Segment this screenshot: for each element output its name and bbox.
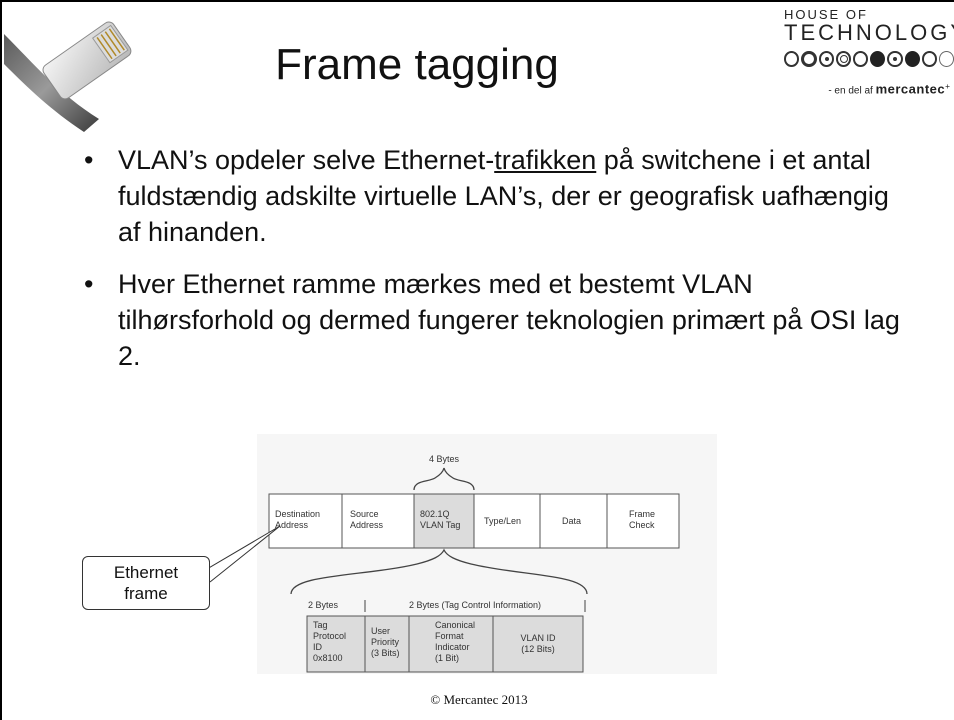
callout-line-1: Ethernet xyxy=(113,563,179,582)
house-of-technology-logo: HOUSE OF TECHNOLOGY - en del af mercante… xyxy=(784,8,954,118)
cfi-line-3: Indicator xyxy=(435,642,470,652)
circle-icon xyxy=(835,51,852,67)
bullet-1-underlined-word: trafikken xyxy=(494,145,597,175)
tpid-line-3: ID xyxy=(313,642,323,652)
field-data: Data xyxy=(562,516,581,526)
priority-line-3: (3 Bits) xyxy=(371,648,400,658)
circle-icon xyxy=(938,51,954,67)
network-cable-icon xyxy=(4,21,132,132)
callout-line-2: frame xyxy=(124,584,168,603)
top-brace-label: 4 Bytes xyxy=(429,454,460,464)
circle-icon xyxy=(921,51,937,67)
cfi-line-2: Format xyxy=(435,631,464,641)
brand-name: mercantec xyxy=(875,81,946,97)
bullet-1-text-b: på switchene i et antal fuldstændig adsk… xyxy=(118,145,889,247)
top-brace xyxy=(413,467,475,491)
field-frame-check-1: Frame xyxy=(629,509,655,519)
bullet-1-text-a: VLAN’s opdeler selve Ethernet- xyxy=(118,145,495,175)
tpid-line-4: 0x8100 xyxy=(313,653,343,663)
logo-circles xyxy=(784,51,954,67)
label-2-bytes: 2 Bytes xyxy=(308,600,339,610)
circle-icon xyxy=(887,51,903,67)
logo-line-1: HOUSE OF xyxy=(784,7,868,22)
circle-icon xyxy=(801,51,817,67)
field-source-1: Source xyxy=(350,509,379,519)
ethernet-frame-callout: Ethernet frame xyxy=(82,556,210,610)
cfi-line-4: (1 Bit) xyxy=(435,653,459,663)
footer-copyright: © Mercantec 2013 xyxy=(430,692,528,707)
bullet-list: VLAN’s opdeler selve Ethernet-trafikken … xyxy=(84,142,904,390)
cfi-line-1: Canonical xyxy=(435,620,475,630)
priority-line-2: Priority xyxy=(371,637,400,647)
vlan-id-line-2: (12 Bits) xyxy=(521,644,555,654)
brand-prefix: - en del af xyxy=(828,85,876,97)
bottom-brace xyxy=(290,548,588,595)
circle-icon xyxy=(870,51,886,67)
field-vlan-tag-2: VLAN Tag xyxy=(420,520,460,530)
tag-detail-row xyxy=(306,615,584,673)
field-vlan-tag-1: 802.1Q xyxy=(420,509,450,519)
field-destination-2: Address xyxy=(275,520,309,530)
circle-icon xyxy=(818,51,834,67)
field-destination-1: Destination xyxy=(275,509,320,519)
frame-tag-diagram: 4 Bytes Destination Address Source Addre… xyxy=(257,434,717,674)
tpid-line-1: Tag xyxy=(313,620,328,630)
circle-icon xyxy=(904,51,920,67)
vlan-id-line-1: VLAN ID xyxy=(520,633,556,643)
field-type-len: Type/Len xyxy=(484,516,521,526)
mercantec-brand: - en del af mercantec+ xyxy=(828,81,950,97)
field-frame-check-2: Check xyxy=(629,520,655,530)
callout-pointer xyxy=(202,525,281,583)
circle-icon xyxy=(853,51,869,67)
bullet-item-2: Hver Ethernet ramme mærkes med et bestem… xyxy=(84,266,904,374)
priority-line-1: User xyxy=(371,626,390,636)
bullet-item-1: VLAN’s opdeler selve Ethernet-trafikken … xyxy=(84,142,904,250)
slide-title: Frame tagging xyxy=(275,40,559,89)
frame-row xyxy=(268,493,680,549)
logo-line-2: TECHNOLOGY xyxy=(784,20,954,45)
circle-icon xyxy=(784,51,800,67)
tpid-line-2: Protocol xyxy=(313,631,346,641)
field-source-2: Address xyxy=(350,520,384,530)
label-2-bytes-tci: 2 Bytes (Tag Control Information) xyxy=(409,600,541,610)
